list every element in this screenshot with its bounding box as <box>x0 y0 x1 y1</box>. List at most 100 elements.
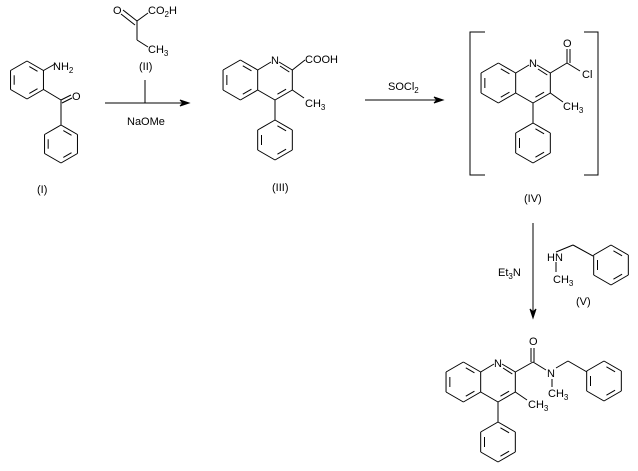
double-bond <box>537 68 548 76</box>
ring-bond <box>480 391 499 403</box>
compound-iv-methyl: CH3 <box>563 101 584 115</box>
ring-bond <box>480 62 499 74</box>
double-bond <box>279 65 290 73</box>
bond <box>61 97 73 104</box>
double-bond <box>500 68 510 75</box>
compound-ii-oxygen: O <box>113 5 122 17</box>
ring-bond <box>480 451 499 463</box>
bond <box>43 89 62 101</box>
ring-bond <box>274 119 293 131</box>
compound-v-label: (V) <box>576 296 591 308</box>
compound-i-oxygen: O <box>72 91 81 103</box>
ring-bond <box>498 62 516 74</box>
ring-bond <box>515 152 534 164</box>
ring-bond <box>501 363 516 373</box>
compound-v-methyl: CH3 <box>553 274 574 288</box>
product-methyl-n: CH3 <box>548 388 569 402</box>
compound-iv-label: (IV) <box>524 193 542 205</box>
double-bond <box>242 88 252 95</box>
ring-bond <box>274 89 293 101</box>
bond <box>555 244 574 253</box>
ring-bond <box>445 361 464 373</box>
bond <box>572 244 594 257</box>
double-bond <box>277 88 287 95</box>
ring-bond <box>480 363 495 373</box>
ring-bond <box>532 92 551 104</box>
bond <box>550 92 564 103</box>
double-bond <box>500 427 510 434</box>
bond <box>515 361 534 373</box>
ring-bond <box>532 122 551 134</box>
bond <box>555 360 569 369</box>
ring-bond <box>603 360 622 372</box>
ring-bond <box>463 361 481 373</box>
double-bond <box>465 390 475 397</box>
ring-bond <box>586 360 605 372</box>
ring-bond <box>222 89 241 101</box>
compound-v-amine: HN <box>547 252 563 264</box>
step1-reagent: NaOMe <box>127 116 165 128</box>
ring-bond <box>593 274 612 286</box>
ring-bond <box>515 92 534 104</box>
bond <box>136 39 149 48</box>
product-nitrogen: N <box>494 358 502 370</box>
ring-bond <box>603 390 622 402</box>
ring-bond <box>445 391 464 403</box>
bond <box>122 9 138 22</box>
double-bond <box>29 66 38 72</box>
step3-reagent: Et3N <box>498 267 521 281</box>
double-bond <box>500 450 510 457</box>
ring-bond <box>240 89 258 101</box>
bonds-layer <box>10 9 629 463</box>
ring-bond <box>26 89 44 100</box>
bond <box>567 360 588 373</box>
ring-bond <box>274 149 293 161</box>
bond <box>515 391 528 401</box>
arrow-head <box>179 99 191 107</box>
compound-ii-acid: CO2H <box>148 5 177 19</box>
arrow-head <box>529 308 537 320</box>
ring-bond <box>497 391 516 403</box>
bond <box>60 94 72 101</box>
ring-bond <box>222 59 241 71</box>
compound-iii-acid: COOH <box>305 54 338 66</box>
double-bond <box>500 390 510 397</box>
bond <box>120 13 136 26</box>
double-bond <box>502 367 513 375</box>
bond <box>550 62 568 74</box>
ring-bond <box>257 119 276 131</box>
ring-bond <box>257 89 276 101</box>
double-bond <box>613 273 623 280</box>
ring-bond <box>536 64 551 74</box>
double-bond <box>606 366 616 373</box>
bond <box>43 63 56 71</box>
bond <box>292 89 305 99</box>
ring-bond <box>257 149 276 161</box>
ring-bond <box>515 122 534 134</box>
double-bond <box>535 128 545 135</box>
compound-ii-methyl: CH3 <box>148 44 169 58</box>
compound-iv-nitrogen: N <box>529 58 537 70</box>
product-oxygen: O <box>529 336 538 348</box>
compound-iii-label: (III) <box>272 182 289 194</box>
ring-bond <box>498 92 516 104</box>
step2-reagent: SOCl2 <box>388 81 419 95</box>
compound-i-label: (I) <box>37 184 47 196</box>
compound-iv-chloride: Cl <box>582 69 592 81</box>
bond <box>136 12 149 22</box>
ring-bond <box>10 89 28 100</box>
ring-bond <box>610 244 629 256</box>
double-bond <box>613 250 623 257</box>
double-bond <box>277 125 287 132</box>
ring-bond <box>515 64 530 74</box>
double-bond <box>63 152 72 158</box>
labels-layer: NH2 O (I) O CO2H CH3 (II) NaOMe N COOH C… <box>37 5 592 413</box>
ring-bond <box>44 124 62 135</box>
arrow-head <box>433 96 445 104</box>
bond <box>292 59 306 71</box>
ring-bond <box>610 274 629 286</box>
ring-bond <box>532 152 551 164</box>
double-bond <box>277 148 287 155</box>
double-bond <box>535 91 545 98</box>
